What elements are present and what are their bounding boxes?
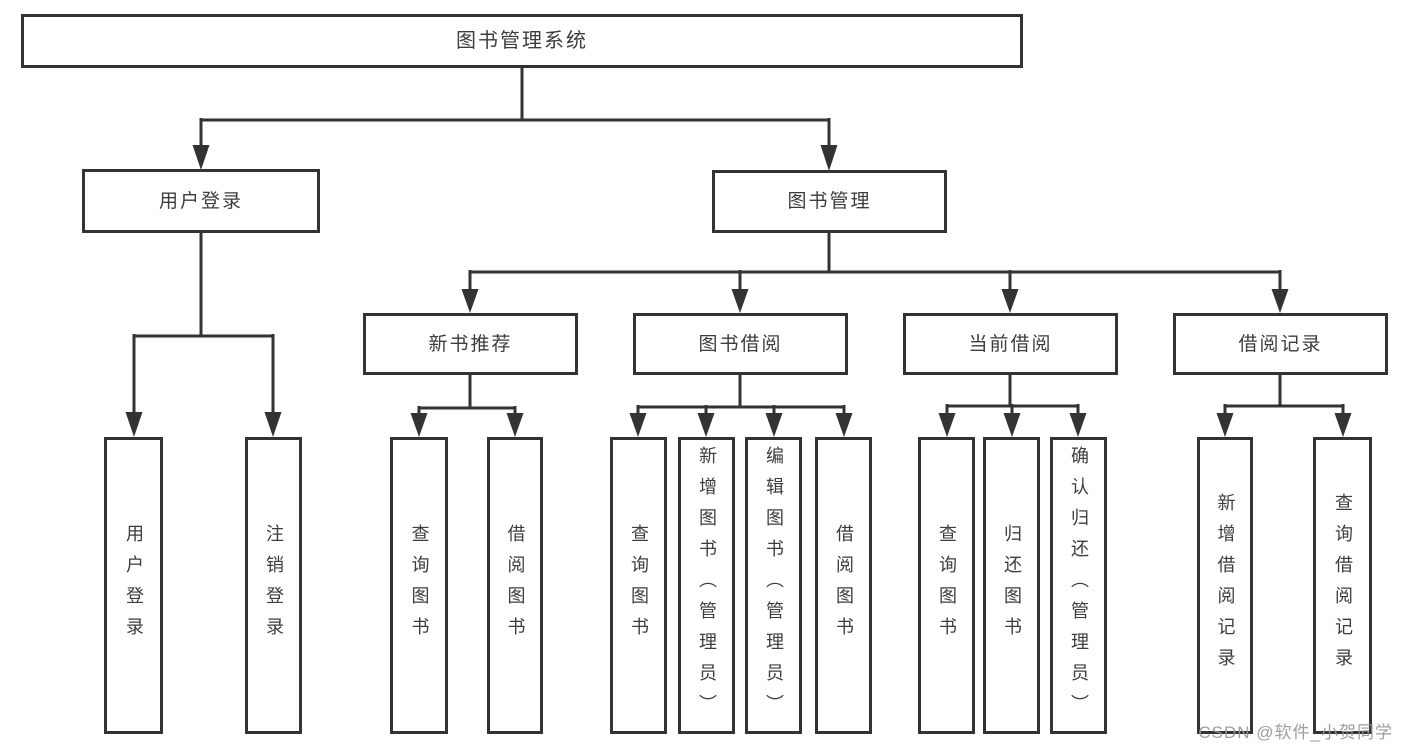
node-borrow-edit-book-admin: 编辑图书（管理员）: [745, 437, 802, 734]
node-borrow-record-label: 借阅记录: [1238, 333, 1323, 355]
node-borrow-add-book-admin: 新增图书（管理员）: [678, 437, 735, 734]
node-record-add-borrow-record: 新增借阅记录: [1197, 437, 1253, 734]
node-book-borrow: 图书借阅: [633, 313, 848, 375]
node-recommend-borrow-book: 借阅图书: [487, 437, 543, 734]
node-current-return-book-label: 归还图书: [1001, 523, 1022, 648]
node-book-management-label: 图书管理: [787, 191, 872, 212]
node-record-query-borrow-record: 查询借阅记录: [1313, 437, 1372, 734]
node-recommend-query-book: 查询图书: [390, 437, 448, 734]
node-recommend-borrow-book-label: 借阅图书: [505, 523, 526, 648]
node-new-book-recommend: 新书推荐: [363, 313, 578, 375]
node-root-label: 图书管理系统: [456, 30, 588, 52]
node-current-confirm-return-admin: 确认归还（管理员）: [1050, 437, 1107, 734]
node-book-management: 图书管理: [712, 170, 947, 233]
node-borrow-borrow-book: 借阅图书: [815, 437, 872, 734]
node-current-query-book: 查询图书: [918, 437, 975, 734]
node-record-query-borrow-record-label: 查询借阅记录: [1332, 492, 1353, 679]
node-user-login-label: 用户登录: [158, 190, 243, 212]
node-new-book-recommend-label: 新书推荐: [428, 333, 513, 355]
node-borrow-edit-book-admin-label: 编辑图书（管理员）: [763, 446, 784, 725]
node-user-login: 用户登录: [82, 169, 320, 233]
node-root: 图书管理系统: [21, 14, 1023, 68]
node-current-borrow: 当前借阅: [903, 313, 1118, 375]
node-current-confirm-return-admin-label: 确认归还（管理员）: [1068, 446, 1089, 725]
node-borrow-add-book-admin-label: 新增图书（管理员）: [696, 446, 717, 725]
node-recommend-query-book-label: 查询图书: [409, 523, 430, 648]
node-borrow-query-book: 查询图书: [610, 437, 667, 734]
node-leaf-logout-login-label: 注销登录: [263, 523, 284, 648]
node-current-borrow-label: 当前借阅: [968, 333, 1053, 355]
csdn-watermark: CSDN @软件_小贺同学: [1198, 723, 1393, 742]
node-book-borrow-label: 图书借阅: [698, 333, 783, 355]
node-current-query-book-label: 查询图书: [936, 523, 957, 648]
node-leaf-user-login: 用户登录: [104, 437, 163, 734]
node-borrow-query-book-label: 查询图书: [628, 523, 649, 648]
node-leaf-user-login-label: 用户登录: [123, 523, 144, 648]
node-current-return-book: 归还图书: [983, 437, 1040, 734]
node-borrow-record: 借阅记录: [1173, 313, 1388, 375]
node-borrow-borrow-book-label: 借阅图书: [833, 523, 854, 648]
node-leaf-logout-login: 注销登录: [245, 437, 302, 734]
node-record-add-borrow-record-label: 新增借阅记录: [1215, 492, 1236, 679]
